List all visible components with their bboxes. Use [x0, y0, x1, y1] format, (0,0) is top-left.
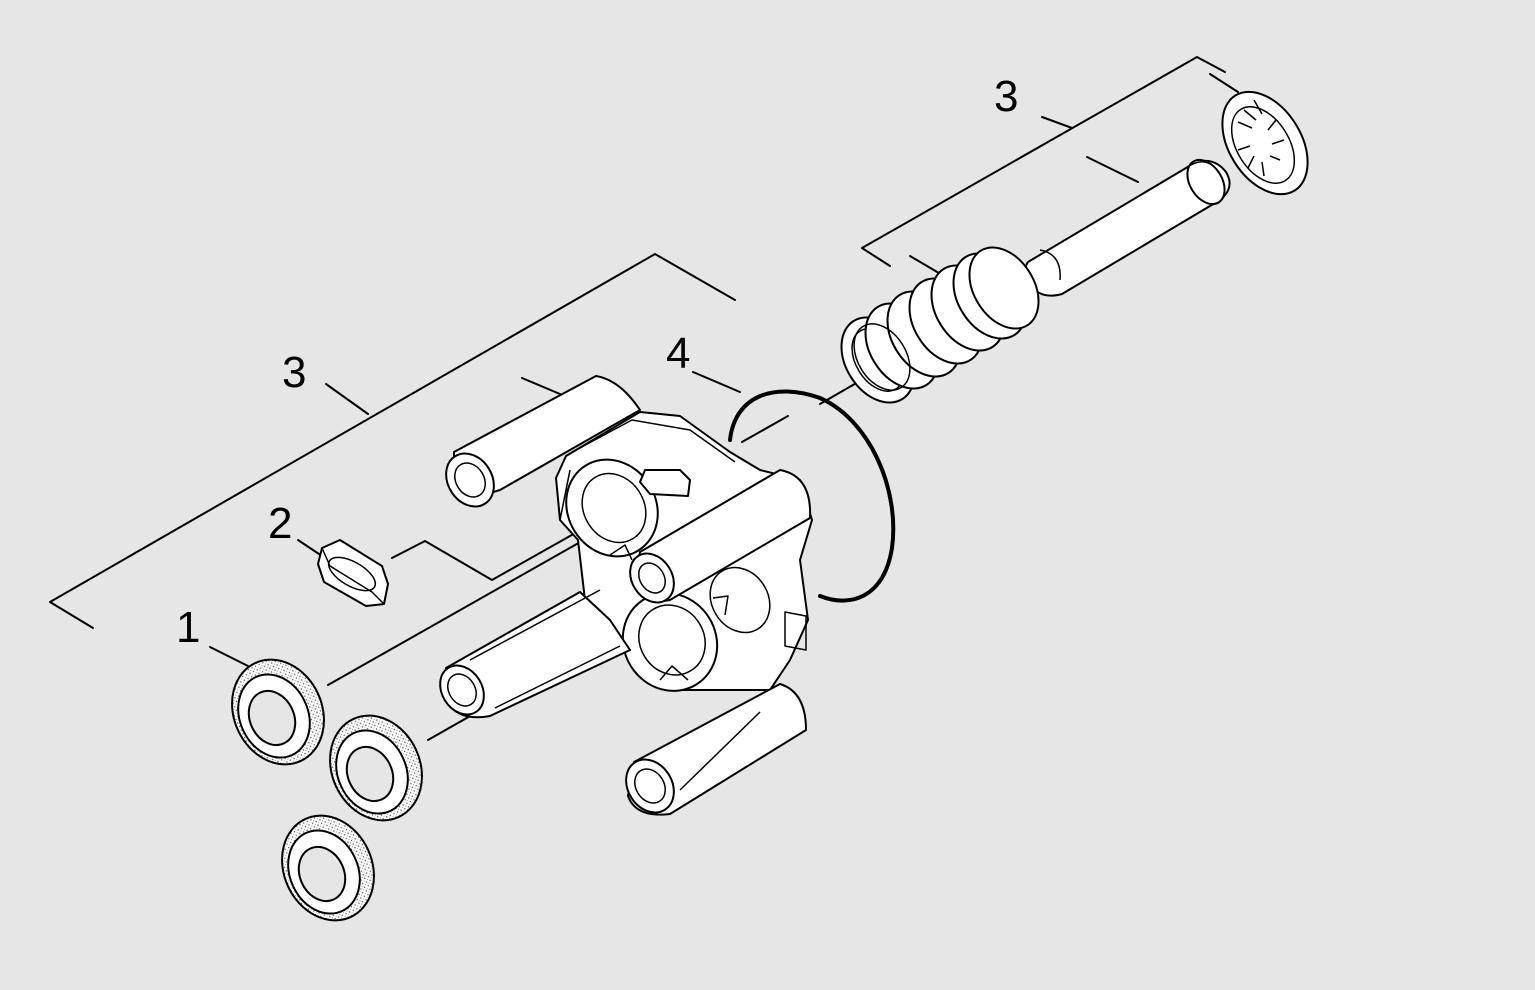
callout-3-left: 3: [282, 348, 306, 397]
o-ring-part: [728, 389, 896, 603]
seal-ring-2: [329, 714, 423, 822]
spring-part: [840, 246, 1040, 404]
seal-ring-3: [281, 814, 375, 922]
callout-4: 4: [666, 329, 690, 378]
valve-insert-part: [317, 539, 389, 607]
seal-ring-1: [231, 658, 325, 766]
group-bracket-left: [49, 253, 736, 629]
valve-cap-part: [1221, 90, 1309, 196]
group-bracket-right: [861, 56, 1226, 267]
callout-3-right: 3: [994, 72, 1018, 121]
pump-head-part: [439, 375, 813, 816]
callout-1: 1: [176, 603, 200, 652]
callout-2: 2: [268, 499, 292, 548]
piston-pin-part: [1024, 158, 1231, 297]
